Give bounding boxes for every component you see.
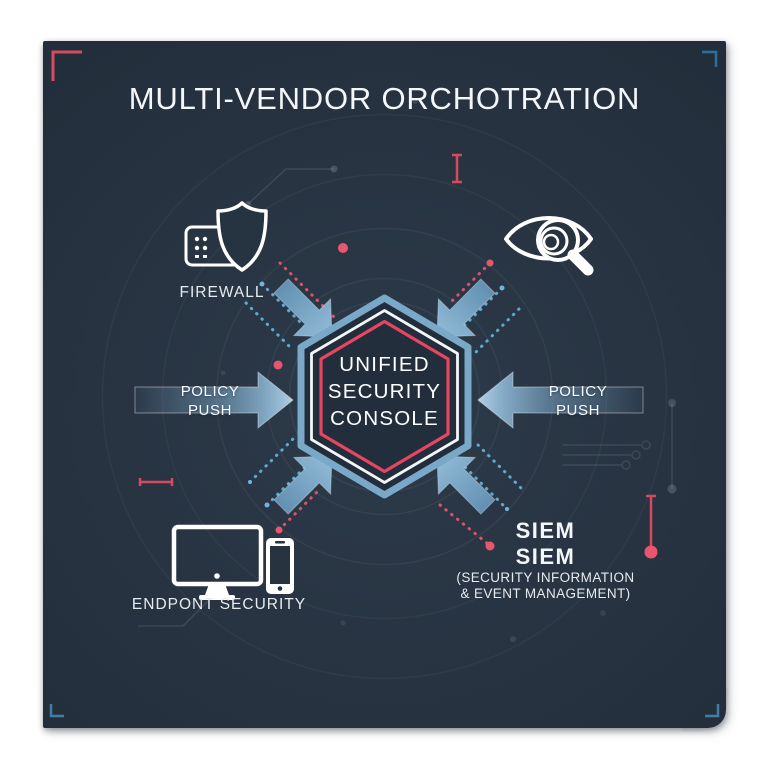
policy-right-line-2: PUSH [555,402,601,419]
siem-subtitle-line-1: (SECURITY INFORMATION [456,570,635,585]
monitor-phone-icon [171,524,294,600]
infographic-panel: MULTI-VENDOR ORCHOTRATION FIREWALL UNIFI… [43,41,726,728]
siem-subtitle-line-2: & EVENT MANAGEMENT) [460,586,631,601]
corner-bracket-top-left [51,50,82,81]
corner-bracket-bottom-left [49,704,64,718]
eye-magnifier-icon [504,216,594,276]
siem-line-2: SIEM [515,544,576,569]
circuit-nodes [190,98,677,642]
shield-brick-icon [184,201,268,272]
console-line-2: SECURITY [327,380,442,403]
background-decoration [49,50,720,718]
corner-bracket-top-right [702,50,718,67]
console-line-3: CONSOLE [330,407,439,430]
arrow-southwest [273,455,333,515]
endpoint-security-label: ENDPONT SECURITY [131,596,307,613]
policy-push-label-right: POLICY PUSH [515,382,641,420]
siem-block: SIEM SIEM (SECURITY INFORMATION & EVENT … [423,518,668,602]
circuit-traces [138,168,673,627]
unified-security-console-text: UNIFIED SECURITY CONSOLE [284,351,485,432]
inward-corner-arrows [273,278,496,515]
arrow-northeast [436,278,496,338]
arrow-northwest [273,278,333,338]
page-title: MULTI-VENDOR ORCHOTRATION [128,81,641,116]
policy-push-arrow-left [134,370,294,430]
console-line-1: UNIFIED [339,353,430,376]
arrow-southeast [436,455,496,515]
red-markers [138,153,658,559]
firewall-label: FIREWALL [179,284,265,301]
policy-push-label-left: POLICY PUSH [147,382,273,420]
corner-bracket-bottom-right [705,704,720,718]
corner-brackets [49,50,720,718]
policy-right-line-1: POLICY [548,383,608,400]
policy-left-line-2: PUSH [187,402,233,419]
policy-left-line-1: POLICY [180,383,240,400]
accent-dots [248,243,509,551]
unified-console-hexagon [297,294,472,499]
policy-push-arrow-right [477,370,644,430]
siem-line-1: SIEM [515,518,576,543]
